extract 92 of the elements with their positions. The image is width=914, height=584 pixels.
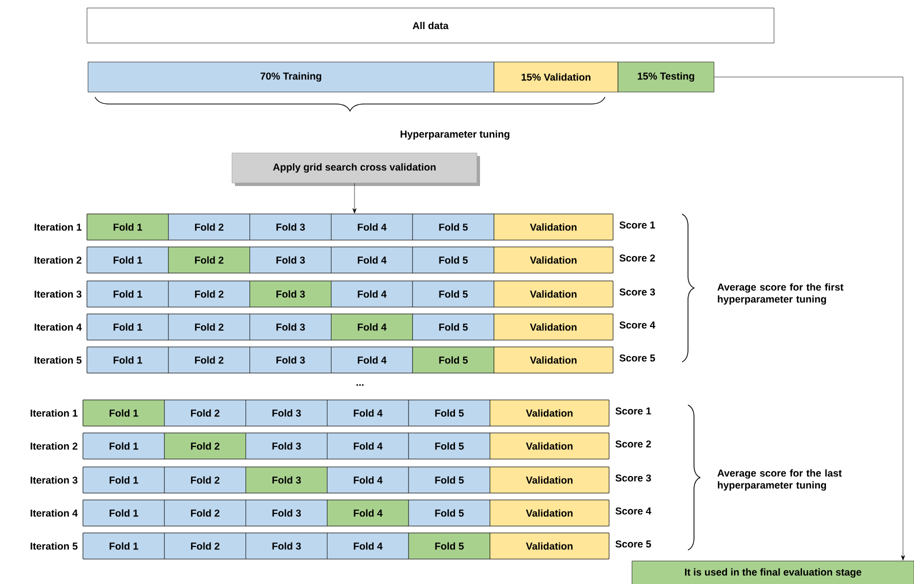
arrow: [714, 76, 905, 560]
score-label: Score 5: [615, 540, 652, 548]
fold-cell: Fold 3: [250, 280, 332, 308]
fold-cell: Fold 2: [168, 280, 250, 308]
score-label: Score 2: [619, 254, 655, 262]
fold-cell: Fold 4: [331, 280, 413, 308]
fold-cell: Fold 5: [408, 500, 490, 526]
fold-cell: Fold 2: [164, 466, 246, 494]
fold-cell: Fold 1: [82, 532, 165, 560]
fold-cell: Fold 3: [246, 500, 328, 526]
fold-cell: Fold 5: [412, 280, 494, 308]
iteration-label: Iteration 5: [34, 356, 82, 364]
fold-cell: Fold 4: [327, 400, 409, 426]
fold-cell: Fold 2: [164, 532, 246, 560]
fold-cell: Fold 4: [331, 214, 413, 240]
iteration-label: Iteration 2: [30, 442, 78, 450]
fold-cell: Fold 1: [86, 246, 169, 274]
arrow: [352, 183, 356, 214]
fold-cell: Fold 5: [408, 400, 490, 426]
iteration-label: Iteration 3: [34, 290, 82, 298]
score-label: Score 3: [619, 288, 655, 296]
fold-cell: Fold 5: [408, 432, 490, 460]
fold-cell: Fold 1: [86, 214, 169, 240]
fold-cell: Fold 4: [327, 466, 409, 494]
fold-cell: Fold 2: [164, 400, 246, 426]
score-label: Score 5: [619, 354, 656, 362]
fold-cell: Fold 3: [250, 246, 332, 274]
validation-cell: Validation: [494, 280, 614, 308]
validation-cell: Validation: [490, 532, 610, 560]
fold-cell: Fold 3: [250, 214, 332, 240]
validation-segment: 15% Validation: [494, 62, 618, 92]
validation-cell: Validation: [490, 432, 610, 460]
validation-cell: Validation: [490, 500, 610, 526]
validation-cell: Validation: [494, 346, 614, 374]
fold-cell: Fold 1: [82, 500, 165, 526]
fold-cell: Fold 3: [246, 532, 328, 560]
fold-cell: Fold 5: [412, 346, 494, 374]
fold-cell: Fold 1: [86, 280, 169, 308]
fold-cell: Fold 3: [250, 314, 332, 340]
fold-cell: Fold 2: [168, 246, 250, 274]
validation-cell: Validation: [494, 314, 614, 340]
fold-cell: Fold 1: [82, 466, 165, 494]
score-label: Score 4: [619, 321, 656, 329]
fold-cell: Fold 5: [408, 466, 490, 494]
score-label: Score 4: [615, 507, 652, 515]
ellipsis: ...: [356, 384, 364, 386]
iteration-label: Iteration 1: [30, 409, 78, 417]
brace-label: Hyperparameter tuning: [400, 130, 510, 140]
process-box: Apply grid search cross validation: [232, 152, 480, 186]
fold-cell: Fold 5: [412, 246, 494, 274]
fold-cell: Fold 3: [246, 432, 328, 460]
fold-cell: Fold 3: [246, 400, 328, 426]
validation-cell: Validation: [490, 400, 610, 426]
score-label: Score 2: [615, 440, 651, 448]
fold-cell: Fold 2: [168, 214, 250, 240]
fold-cell: Fold 4: [331, 314, 413, 340]
iteration-label: Iteration 4: [34, 323, 82, 331]
fold-cell: Fold 3: [246, 466, 328, 494]
iteration-label: Iteration 4: [30, 509, 78, 517]
fold-cell: Fold 4: [327, 500, 409, 526]
fold-cell: Fold 5: [408, 532, 490, 560]
score-label: Score 3: [615, 474, 651, 482]
score-label: Score 1: [619, 221, 656, 229]
fold-cell: Fold 4: [331, 346, 413, 374]
fold-cell: Fold 1: [86, 346, 169, 374]
average-label: Average score for the first hyperparameter tuning: [717, 283, 844, 305]
fold-cell: Fold 4: [327, 532, 409, 560]
iteration-label: Iteration 3: [30, 476, 78, 484]
validation-cell: Validation: [494, 214, 614, 240]
training-segment: 70% Training: [88, 62, 494, 92]
fold-cell: Fold 5: [412, 314, 494, 340]
testing-segment: 15% Testing: [618, 62, 714, 92]
iteration-label: Iteration 2: [34, 256, 82, 264]
fold-cell: Fold 2: [164, 432, 246, 460]
iteration-label: Iteration 1: [34, 223, 82, 231]
fold-cell: Fold 2: [168, 314, 250, 340]
fold-cell: Fold 4: [327, 432, 409, 460]
fold-cell: Fold 3: [250, 346, 332, 374]
fold-cell: Fold 1: [82, 400, 165, 426]
fold-cell: Fold 5: [412, 214, 494, 240]
validation-cell: Validation: [490, 466, 610, 494]
data-box: All data: [86, 8, 774, 44]
fold-cell: Fold 1: [86, 314, 169, 340]
iteration-label: Iteration 5: [30, 542, 78, 550]
fold-cell: Fold 4: [331, 246, 413, 274]
average-label: Average score for the last hyperparameter tuning: [717, 469, 842, 491]
result-box: It is used in the final evaluation stage: [632, 560, 914, 584]
fold-cell: Fold 2: [164, 500, 246, 526]
validation-cell: Validation: [494, 246, 614, 274]
fold-cell: Fold 1: [82, 432, 165, 460]
fold-cell: Fold 2: [168, 346, 250, 374]
score-label: Score 1: [615, 407, 652, 415]
